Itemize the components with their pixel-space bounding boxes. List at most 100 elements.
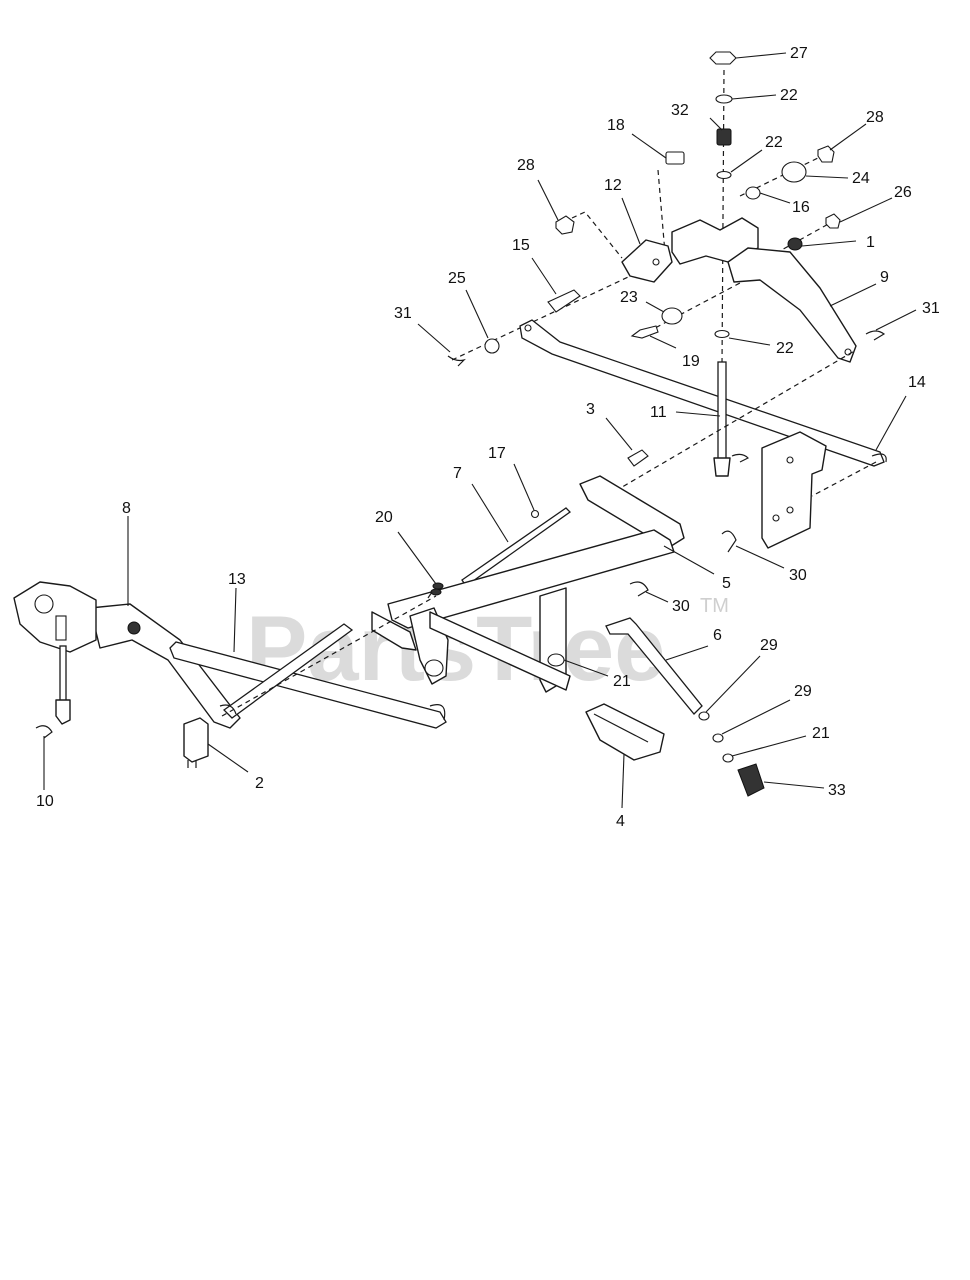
bolt-20 (427, 582, 444, 599)
callout-16: 16 (792, 199, 810, 216)
callout-10: 10 (36, 793, 54, 810)
axis-line-nut-28 (571, 211, 623, 259)
callout-29-upper: 29 (760, 637, 778, 654)
connector-rod (222, 623, 354, 719)
leader-29-upper (705, 655, 761, 713)
pedal-lever-6 (605, 617, 703, 715)
callout-15: 15 (512, 237, 530, 254)
crossbar-5-left-end (371, 611, 417, 651)
leader-27 (735, 52, 787, 59)
leader-9 (829, 283, 877, 307)
bracket-plate-hole-3 (772, 514, 780, 522)
callout-22-middle: 22 (765, 134, 783, 151)
nut-26 (825, 213, 841, 229)
bracket-plate-hole-1 (786, 456, 794, 464)
rod-11 (717, 361, 727, 463)
callout-labels: 27 22 32 18 22 28 28 24 12 16 26 15 1 25… (36, 45, 940, 830)
callout-20: 20 (375, 509, 393, 526)
leader-1 (801, 240, 857, 247)
hairpin-30-middle (629, 581, 649, 597)
callout-22-lower: 22 (776, 340, 794, 357)
leader-22-top (731, 94, 777, 100)
leader-22-lower (728, 337, 771, 346)
clip-17 (530, 509, 540, 519)
axis-line-arm-9 (599, 349, 857, 501)
rod-10 (59, 645, 67, 703)
callout-2: 2 (255, 775, 264, 792)
leader-28-left (537, 179, 559, 221)
leader-30-middle (645, 591, 669, 603)
leader-31-right (875, 309, 917, 331)
callout-29-lower: 29 (794, 683, 812, 700)
nut-1 (787, 237, 803, 251)
callout-12: 12 (604, 177, 622, 194)
bolt-18 (665, 151, 685, 165)
axis-line-vertical (721, 69, 725, 366)
leader-17 (513, 463, 535, 511)
nut-27 (709, 51, 737, 65)
leader-13 (233, 587, 237, 653)
callout-14: 14 (908, 374, 926, 391)
callout-5: 5 (722, 575, 731, 592)
callout-31-right: 31 (922, 300, 940, 317)
axis-line-washer-24 (739, 155, 823, 197)
hairpin-near-rod-11 (731, 453, 750, 463)
callout-8: 8 (122, 500, 131, 517)
callout-7: 7 (453, 465, 462, 482)
callout-27: 27 (790, 45, 808, 62)
callout-13: 13 (228, 571, 246, 588)
bracket-12-hole (652, 258, 660, 266)
washer-21-right (722, 753, 734, 763)
rod-11-clevis (713, 457, 731, 477)
washer-25 (484, 338, 500, 354)
leader-30-right (735, 545, 785, 569)
callout-33: 33 (828, 782, 846, 799)
pin-15 (547, 289, 581, 313)
crossbar-5-bushing (424, 659, 444, 677)
leader-15 (531, 257, 557, 295)
callout-28-left: 28 (517, 157, 535, 174)
callout-18: 18 (607, 117, 625, 134)
link-rod-13 (169, 641, 447, 729)
leader-21-middle (563, 659, 609, 677)
leader-16 (759, 192, 791, 204)
leader-18 (631, 133, 667, 159)
link-rod-14 (519, 319, 885, 467)
arm-8 (89, 603, 241, 729)
leader-21-right (731, 735, 807, 757)
switch-2 (183, 717, 209, 763)
callout-26: 26 (894, 184, 912, 201)
bushing-16 (745, 186, 761, 200)
bracket-plate-hole-2 (786, 506, 794, 514)
foot-pad-4 (585, 703, 665, 761)
bushing-29-lower (712, 733, 724, 743)
callout-24: 24 (852, 170, 870, 187)
callout-17: 17 (488, 445, 506, 462)
washer-24 (781, 161, 807, 183)
washer-21-middle (547, 653, 565, 667)
washer-23 (661, 307, 683, 325)
leader-25 (465, 289, 489, 339)
callout-30-right: 30 (789, 567, 807, 584)
arm-9 (727, 247, 857, 363)
axis-line-bolt-18 (657, 169, 667, 266)
arm-8-bushing (127, 621, 141, 635)
axis-line-bolt-20 (221, 595, 437, 717)
callout-21-right: 21 (812, 725, 830, 742)
bracket-plate (761, 431, 827, 549)
leader-32 (709, 117, 723, 131)
washer-22-lower (714, 329, 730, 339)
hairpin-31-left (447, 355, 466, 367)
foot-pad-4-groove (593, 713, 649, 743)
arm-8-hub (34, 594, 54, 614)
leader-lines (43, 52, 917, 809)
leader-23 (645, 301, 665, 313)
callout-6: 6 (713, 627, 722, 644)
flat-bar (429, 611, 571, 691)
leader-29-lower (721, 699, 791, 735)
pedal-pad-33 (737, 763, 765, 797)
mount-bracket (671, 217, 759, 265)
hairpin-31-right (865, 330, 886, 341)
leader-31-left (417, 323, 451, 353)
callout-1: 1 (866, 234, 875, 251)
